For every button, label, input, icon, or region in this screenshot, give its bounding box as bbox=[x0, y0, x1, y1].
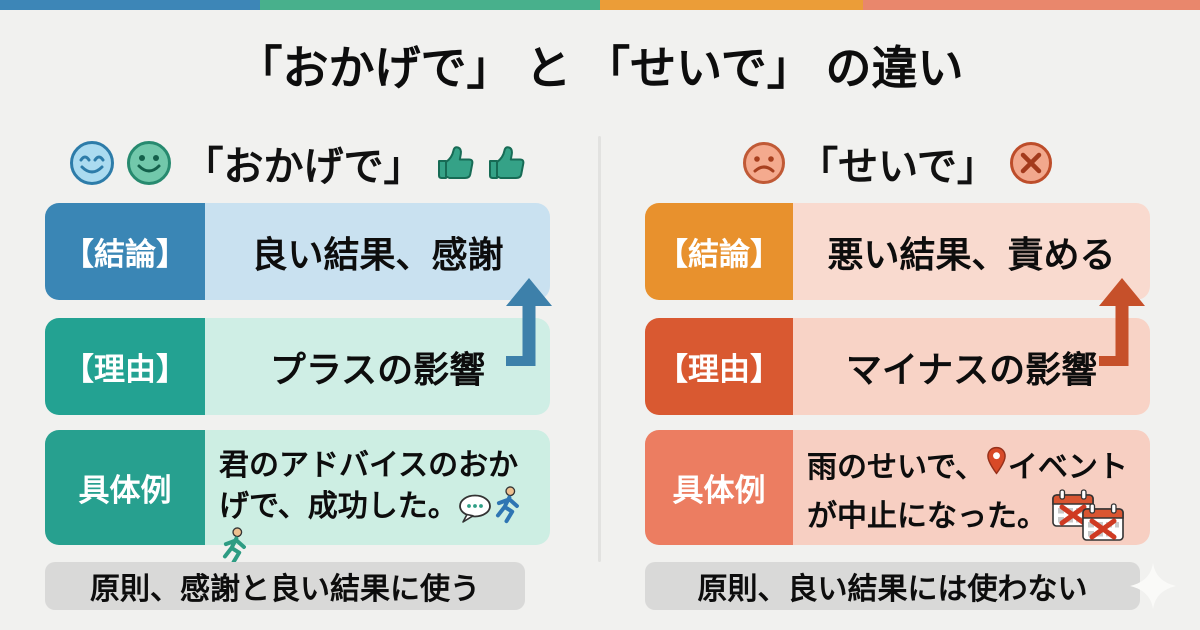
left-example-row: 具体例 君のアドバイスのおか げで、成功した。 bbox=[45, 430, 550, 565]
sparkle-icon bbox=[1130, 563, 1176, 609]
thumbs-up-icon bbox=[486, 142, 528, 184]
smiling-face-teal-icon bbox=[125, 139, 173, 187]
left-column-header: 「おかげで」 bbox=[45, 131, 550, 195]
left-up-arrow bbox=[506, 278, 552, 376]
right-reason-label: 【理由】 bbox=[645, 318, 793, 415]
right-reason-row: 【理由】 マイナスの影響 bbox=[645, 318, 1150, 415]
runner-blue-icon bbox=[492, 486, 521, 524]
right-example-text: 雨のせいで、 イベント が中止になった。 bbox=[793, 430, 1150, 545]
left-reason-row: 【理由】 プラスの影響 bbox=[45, 318, 550, 415]
right-principle-bar: 原則、良い結果には使わない bbox=[645, 562, 1140, 610]
top-bar-segment-blue bbox=[0, 0, 260, 10]
right-conclusion-row: 【結論】 悪い結果、責める bbox=[645, 203, 1150, 300]
right-heading: 「せいで」 bbox=[798, 145, 997, 189]
cancelled-calendars bbox=[1051, 488, 1127, 544]
left-conclusion-label: 【結論】 bbox=[45, 203, 205, 300]
runner-teal-icon bbox=[219, 527, 248, 565]
speech-bubble-icon bbox=[458, 494, 492, 524]
column-divider bbox=[598, 136, 601, 562]
left-principle-bar: 原則、感謝と良い結果に使う bbox=[45, 562, 525, 610]
top-bar-segment-teal bbox=[260, 0, 600, 10]
right-reason-text: マイナスの影響 bbox=[793, 318, 1150, 415]
right-example-line1b: イベント bbox=[1007, 451, 1128, 484]
left-example-text: 君のアドバイスのおか げで、成功した。 bbox=[205, 430, 550, 565]
calendar-cancelled-icon bbox=[1051, 488, 1095, 528]
frowning-face-icon bbox=[741, 140, 787, 186]
smiling-face-blue-icon bbox=[68, 139, 116, 187]
right-example-row: 具体例 雨のせいで、 イベント が中止になった。 bbox=[645, 430, 1150, 545]
top-bar-segment-salmon bbox=[863, 0, 1200, 10]
right-example-label: 具体例 bbox=[645, 430, 793, 545]
left-conclusion-text: 良い結果、感謝 bbox=[205, 203, 550, 300]
top-bar-segment-orange bbox=[600, 0, 863, 10]
left-reason-label: 【理由】 bbox=[45, 318, 205, 415]
right-up-arrow bbox=[1099, 278, 1145, 376]
left-reason-text: プラスの影響 bbox=[205, 318, 550, 415]
location-pin-icon bbox=[986, 446, 1007, 475]
calendar-cancelled-icon bbox=[1081, 502, 1125, 542]
left-example-line1: 君のアドバイスのおか bbox=[219, 449, 519, 482]
top-accent-bar bbox=[0, 0, 1200, 10]
left-heading: 「おかげで」 bbox=[183, 145, 424, 189]
left-example-line2: げで、成功した。 bbox=[219, 490, 458, 523]
right-example-line1a: 雨のせいで、 bbox=[807, 451, 985, 484]
right-example-line2: が中止になった。 bbox=[807, 500, 1047, 533]
right-conclusion-text: 悪い結果、責める bbox=[793, 203, 1150, 300]
left-conclusion-row: 【結論】 良い結果、感謝 bbox=[45, 203, 550, 300]
thumbs-up-icon bbox=[435, 142, 477, 184]
left-example-label: 具体例 bbox=[45, 430, 205, 545]
cross-circle-icon bbox=[1008, 140, 1054, 186]
right-column-header: 「せいで」 bbox=[645, 131, 1150, 195]
right-conclusion-label: 【結論】 bbox=[645, 203, 793, 300]
page-title: 「おかげで」 と 「せいで」 の違い bbox=[236, 42, 964, 94]
